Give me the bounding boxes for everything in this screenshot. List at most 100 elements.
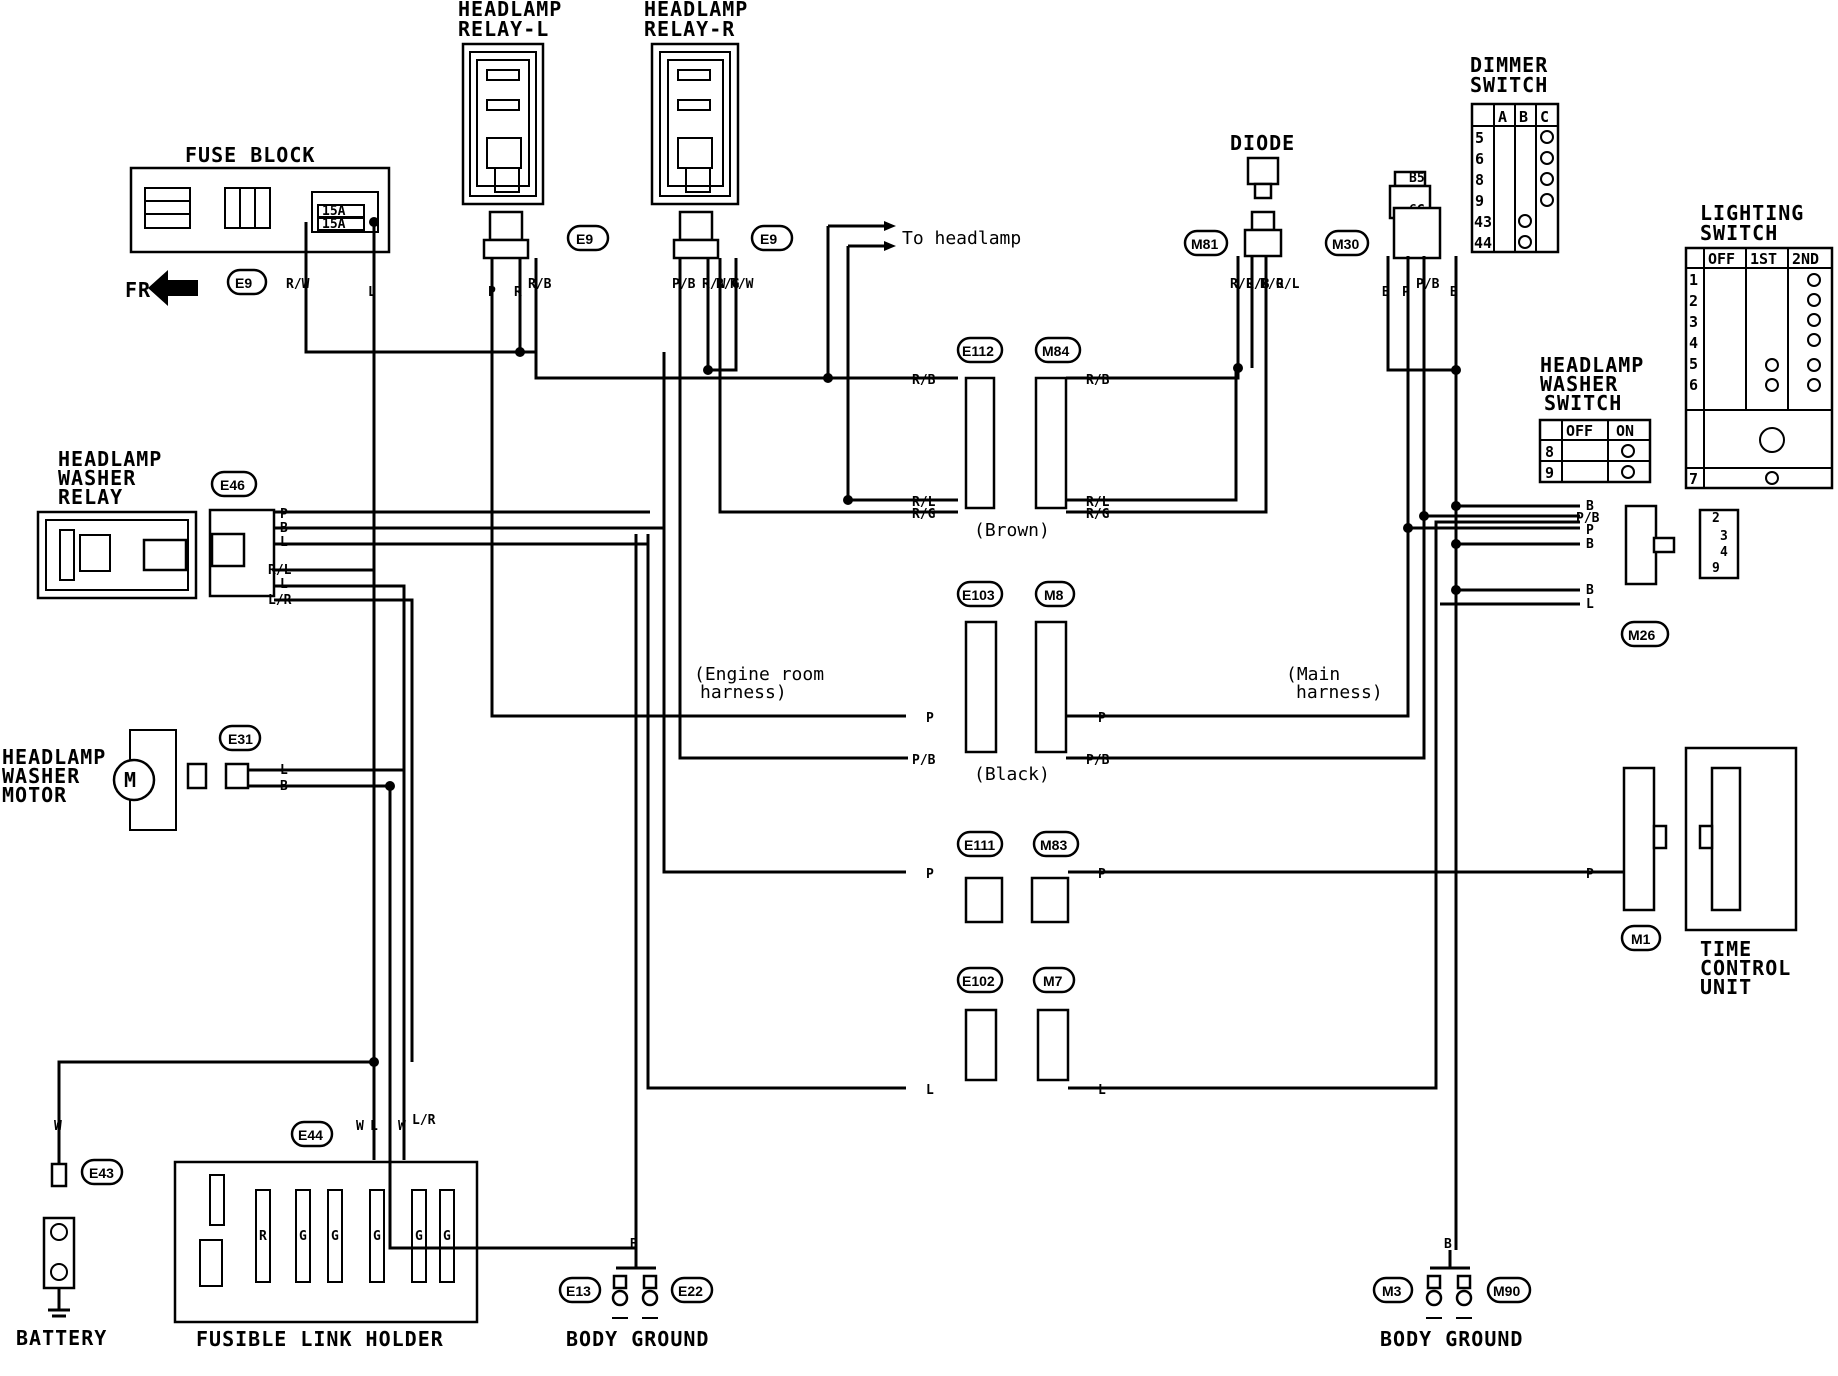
svg-text:W: W (356, 1119, 364, 1134)
svg-text:P/B: P/B (1416, 277, 1440, 292)
svg-text:BODY GROUND: BODY GROUND (566, 1327, 709, 1351)
body-ground-left: E13 E22 BODY GROUND (558, 1250, 714, 1351)
svg-text:43: 43 (1474, 213, 1492, 231)
svg-text:R/L: R/L (268, 563, 292, 578)
svg-text:E44: E44 (298, 1127, 323, 1143)
body-ground-right: M3 M90 BODY GROUND (1372, 1250, 1532, 1351)
e112-m84-connectors: E112 M84 (Brown) (956, 336, 1082, 541)
wire-labels: R/W L P R R/B P/B R/W R/G R/W R/L R/B R/… (54, 277, 1600, 1252)
wire-network (57, 222, 1624, 1250)
svg-text:M81: M81 (1191, 236, 1218, 252)
svg-text:P/B: P/B (1576, 511, 1600, 526)
svg-text:R/G: R/G (1260, 277, 1284, 292)
svg-text:9: 9 (1712, 561, 1720, 576)
svg-text:CONTROL: CONTROL (1700, 956, 1791, 980)
svg-text:R/L: R/L (912, 495, 936, 510)
junction-dots (369, 217, 1461, 1067)
svg-text:1ST: 1ST (1750, 250, 1777, 268)
headlamp-relay-l: HEADLAMP RELAY-L (458, 0, 561, 206)
svg-text:E13: E13 (566, 1283, 591, 1299)
e46-connector: E46 (208, 470, 276, 598)
svg-text:G: G (331, 1229, 339, 1244)
lighting-switch: LIGHTING SWITCH OFF 1ST 2ND 1 2 3 4 5 6 … (1684, 201, 1834, 490)
svg-text:L: L (368, 285, 376, 300)
svg-text:P: P (1586, 867, 1594, 882)
svg-text:E9: E9 (576, 231, 593, 247)
svg-text:B: B (1444, 1237, 1452, 1252)
svg-text:E9: E9 (235, 275, 252, 291)
svg-text:1: 1 (1689, 271, 1698, 289)
relay-r-connector: E9 (672, 210, 794, 260)
svg-text:L: L (370, 1119, 378, 1134)
svg-text:L: L (1098, 1083, 1106, 1098)
svg-text:8: 8 (1475, 171, 1484, 189)
time-control-unit: TIME CONTROL UNIT (1684, 746, 1798, 999)
svg-text:DIMMER: DIMMER (1470, 53, 1548, 77)
svg-text:SWITCH: SWITCH (1544, 391, 1622, 415)
svg-text:W: W (398, 1119, 406, 1134)
main-harness-label: (Main harness) (1286, 664, 1383, 703)
svg-text:P: P (280, 507, 288, 522)
svg-text:R/W: R/W (730, 277, 754, 292)
svg-text:harness): harness) (1296, 682, 1383, 703)
svg-text:M3: M3 (1382, 1283, 1402, 1299)
svg-text:E31: E31 (228, 731, 253, 747)
svg-text:E46: E46 (220, 477, 245, 493)
svg-text:RELAY-R: RELAY-R (644, 17, 735, 41)
svg-text:M: M (124, 768, 137, 792)
svg-text:(Brown): (Brown) (974, 520, 1050, 541)
fusible-link-holder: E44 FUSIBLE LINK HOLDER R G G G G G (173, 1120, 479, 1351)
svg-text:R/G: R/G (912, 507, 936, 522)
fuse-15a-bottom: 15A (322, 217, 346, 232)
svg-text:R/B: R/B (1246, 277, 1270, 292)
headlamp-washer-switch: HEADLAMP WASHER SWITCH OFF ON 8 9 (1538, 353, 1652, 484)
svg-text:M83: M83 (1040, 837, 1067, 853)
e102-m7-connectors: E102 M7 (956, 966, 1076, 1082)
svg-text:E103: E103 (962, 587, 995, 603)
svg-text:L/R: L/R (268, 593, 292, 608)
svg-text:8: 8 (1545, 443, 1554, 461)
svg-text:M26: M26 (1628, 627, 1655, 643)
svg-text:P/B: P/B (1086, 753, 1110, 768)
svg-text:OFF: OFF (1566, 422, 1593, 440)
headlamp-washer-relay: HEADLAMP WASHER RELAY (36, 447, 198, 600)
svg-text:P: P (1402, 285, 1410, 300)
svg-text:B: B (1519, 108, 1528, 126)
svg-text:WASHER: WASHER (58, 466, 136, 490)
svg-text:E102: E102 (962, 973, 995, 989)
svg-text:WASHER: WASHER (2, 764, 80, 788)
svg-text:3: 3 (1720, 529, 1728, 544)
svg-text:B: B (1586, 499, 1594, 514)
svg-text:RELAY-L: RELAY-L (458, 17, 549, 41)
svg-text:2: 2 (1712, 511, 1720, 526)
e9-fuse-connector-tag: E9 (226, 268, 268, 296)
svg-text:R/B: R/B (528, 277, 552, 292)
svg-text:L: L (280, 763, 288, 778)
svg-text:HEADLAMP: HEADLAMP (58, 447, 162, 471)
diode: DIODE M81 (1183, 131, 1294, 258)
svg-text:B: B (1382, 285, 1390, 300)
fr-arrow: FR (125, 270, 198, 306)
svg-text:SWITCH: SWITCH (1470, 73, 1548, 97)
svg-text:G: G (443, 1229, 451, 1244)
svg-text:C: C (1540, 108, 1549, 126)
m26-connector: M26 2 3 4 9 (1620, 504, 1740, 648)
svg-text:E112: E112 (962, 343, 994, 359)
svg-text:6: 6 (1689, 376, 1698, 394)
m30-connector: B5 6G 9 M30 (1324, 170, 1442, 260)
svg-text:R/W: R/W (286, 277, 310, 292)
svg-text:9: 9 (1545, 464, 1554, 482)
svg-text:HEADLAMP: HEADLAMP (1540, 353, 1644, 377)
svg-text:E9: E9 (760, 231, 777, 247)
svg-text:To headlamp: To headlamp (902, 228, 1021, 249)
svg-text:6: 6 (1475, 150, 1484, 168)
svg-text:G: G (299, 1229, 307, 1244)
svg-text:BODY GROUND: BODY GROUND (1380, 1327, 1523, 1351)
svg-text:RELAY: RELAY (58, 485, 123, 509)
svg-text:2ND: 2ND (1792, 250, 1819, 268)
svg-text:L: L (1586, 597, 1594, 612)
svg-text:4: 4 (1689, 334, 1698, 352)
dimmer-switch: DIMMER SWITCH A B C 5 6 8 9 43 44 (1470, 53, 1560, 254)
svg-text:R/B: R/B (912, 373, 936, 388)
svg-text:ON: ON (1616, 422, 1634, 440)
